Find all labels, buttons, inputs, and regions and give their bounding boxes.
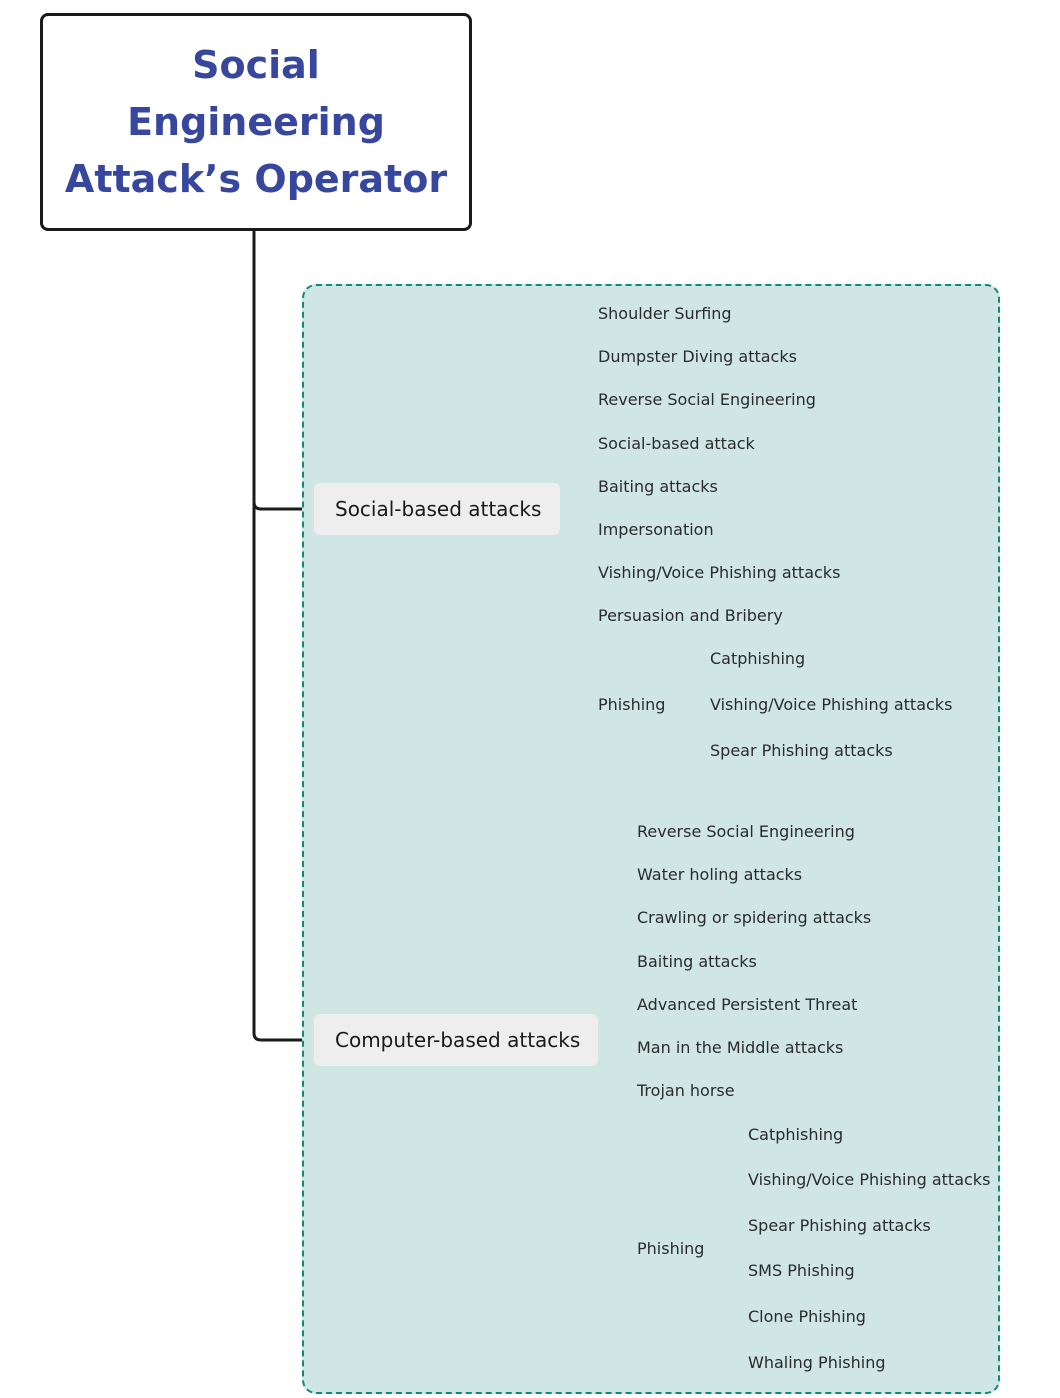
root-title-line-3: Attack’s Operator	[64, 156, 448, 201]
leaf-item[interactable]: Impersonation	[598, 520, 714, 539]
root-topic[interactable]: Social Engineering Attack’s Operator	[40, 13, 472, 231]
leaf-item[interactable]: Advanced Persistent Threat	[637, 994, 858, 1014]
leaf-item[interactable]: Reverse Social Engineering	[598, 390, 816, 410]
leaf-item[interactable]: Persuasion and Bribery	[598, 606, 783, 626]
leaf-item[interactable]: Baiting attacks	[598, 476, 718, 496]
phishing-leaf-item[interactable]: Catphishing	[710, 649, 806, 668]
leaf-item[interactable]: Man in the Middle attacks	[637, 1038, 844, 1057]
phishing-leaf-item[interactable]: Spear Phishing attacks	[748, 1216, 931, 1235]
root-title-line-2: Engineering	[127, 99, 385, 144]
phishing-leaf-item[interactable]: Whaling Phishing	[748, 1353, 886, 1372]
trunk-to-computer	[252, 225, 316, 1042]
leaf-item[interactable]: Reverse Social Engineering	[637, 822, 855, 841]
attack-category-group	[302, 284, 1000, 1394]
trunk-to-social	[252, 500, 316, 511]
branch-social-based-attacks[interactable]: Social-based attacks	[314, 483, 560, 535]
leaf-item[interactable]: Trojan horse	[637, 1081, 735, 1101]
branch-label: Social-based attacks	[335, 497, 542, 521]
phishing-subtopic[interactable]: Phishing	[598, 695, 666, 714]
leaf-item[interactable]: Social-based attack	[598, 433, 755, 453]
phishing-leaf-item[interactable]: Vishing/Voice Phishing attacks	[710, 695, 953, 714]
leaf-item[interactable]: Crawling or spidering attacks	[637, 908, 872, 928]
root-title-line-1: Social	[192, 42, 320, 87]
leaf-item[interactable]: Dumpster Diving attacks	[598, 347, 797, 367]
branch-label: Computer-based attacks	[335, 1028, 581, 1052]
phishing-leaf-item[interactable]: Spear Phishing attacks	[710, 741, 893, 760]
phishing-subtopic[interactable]: Phishing	[637, 1239, 705, 1258]
leaf-item[interactable]: Baiting attacks	[637, 951, 757, 971]
leaf-item[interactable]: Shoulder Surfing	[598, 304, 732, 323]
phishing-leaf-item[interactable]: Clone Phishing	[748, 1307, 866, 1326]
branch-computer-based-attacks[interactable]: Computer-based attacks	[314, 1014, 598, 1066]
leaf-item[interactable]: Water holing attacks	[637, 865, 803, 885]
phishing-leaf-item[interactable]: Catphishing	[748, 1125, 844, 1144]
leaf-item[interactable]: Vishing/Voice Phishing attacks	[598, 563, 841, 583]
phishing-leaf-item[interactable]: SMS Phishing	[748, 1261, 855, 1280]
phishing-leaf-item[interactable]: Vishing/Voice Phishing attacks	[748, 1170, 991, 1189]
